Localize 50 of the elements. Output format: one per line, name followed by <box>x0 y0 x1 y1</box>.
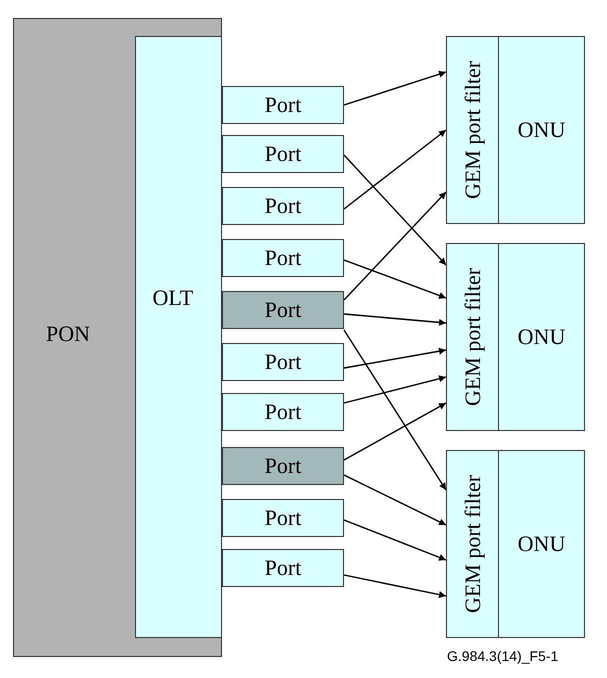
filter-box <box>446 450 499 638</box>
node-label: Port <box>264 555 302 581</box>
olt-panel <box>134 36 222 638</box>
node-label: Port <box>264 245 302 271</box>
arrow <box>344 474 446 526</box>
network-panel <box>13 18 222 657</box>
node-label: Port <box>264 453 302 479</box>
node-label: Port <box>264 92 302 118</box>
arrow <box>344 375 446 404</box>
filter-label: GEM port filter <box>460 268 486 406</box>
onu-box <box>498 243 585 431</box>
node-label: Port <box>264 193 302 219</box>
arrow <box>343 154 447 266</box>
node-label: Port <box>264 297 302 323</box>
arrow <box>344 519 446 561</box>
onu-box <box>498 36 585 224</box>
node-label: ONU <box>518 117 566 143</box>
arrow <box>344 313 446 326</box>
port-box <box>222 187 344 225</box>
figure-caption: G.984.3(14)_F5-1 <box>447 648 558 664</box>
arrow <box>344 574 446 598</box>
node-label: OLT <box>152 284 194 310</box>
port-box <box>222 135 344 173</box>
highlighted-port-box <box>222 291 344 329</box>
arrow <box>344 348 446 369</box>
node-label: PON <box>46 321 90 347</box>
arrow <box>343 330 447 490</box>
port-box <box>222 499 344 537</box>
node-label: Port <box>264 141 302 167</box>
port-box <box>222 549 344 587</box>
port-box <box>222 86 344 124</box>
port-box <box>222 343 344 381</box>
arrow <box>344 192 446 300</box>
node-label: Port <box>264 505 302 531</box>
highlighted-port-box <box>222 447 344 485</box>
arrow <box>344 129 446 210</box>
filter-box <box>446 36 499 224</box>
filter-label: GEM port filter <box>460 474 486 614</box>
filter-label: GEM port filter <box>460 60 486 200</box>
port-box <box>222 393 344 431</box>
filter-box <box>446 243 499 431</box>
arrow <box>344 70 446 106</box>
port-box <box>222 239 344 277</box>
node-label: ONU <box>518 324 566 350</box>
onu-box <box>498 450 585 638</box>
node-label: Port <box>264 399 302 425</box>
arrow <box>344 402 446 461</box>
node-label: ONU <box>518 531 566 557</box>
arrow <box>344 259 446 299</box>
node-label: Port <box>264 349 302 375</box>
